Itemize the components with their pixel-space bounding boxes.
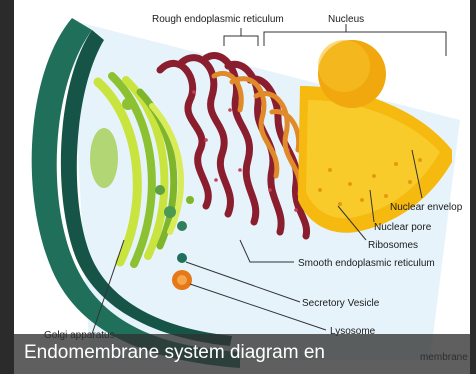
label-smooth-er: Smooth endoplasmic reticulum [298,258,435,269]
label-nuclear-envelope: Nuclear envelop [390,202,463,213]
secretory-vesicle [177,253,187,263]
label-rough-er: Rough endoplasmic reticulum [152,14,284,25]
caption-text: Endomembrane system diagram en [24,342,325,364]
rough-er-bracket [224,36,258,46]
label-secretory-vesicle: Secretory Vesicle [302,298,380,309]
label-nucleus: Nucleus [328,14,364,25]
label-nuclear-pore: Nuclear pore [374,222,432,233]
label-ribosomes: Ribosomes [368,240,418,251]
